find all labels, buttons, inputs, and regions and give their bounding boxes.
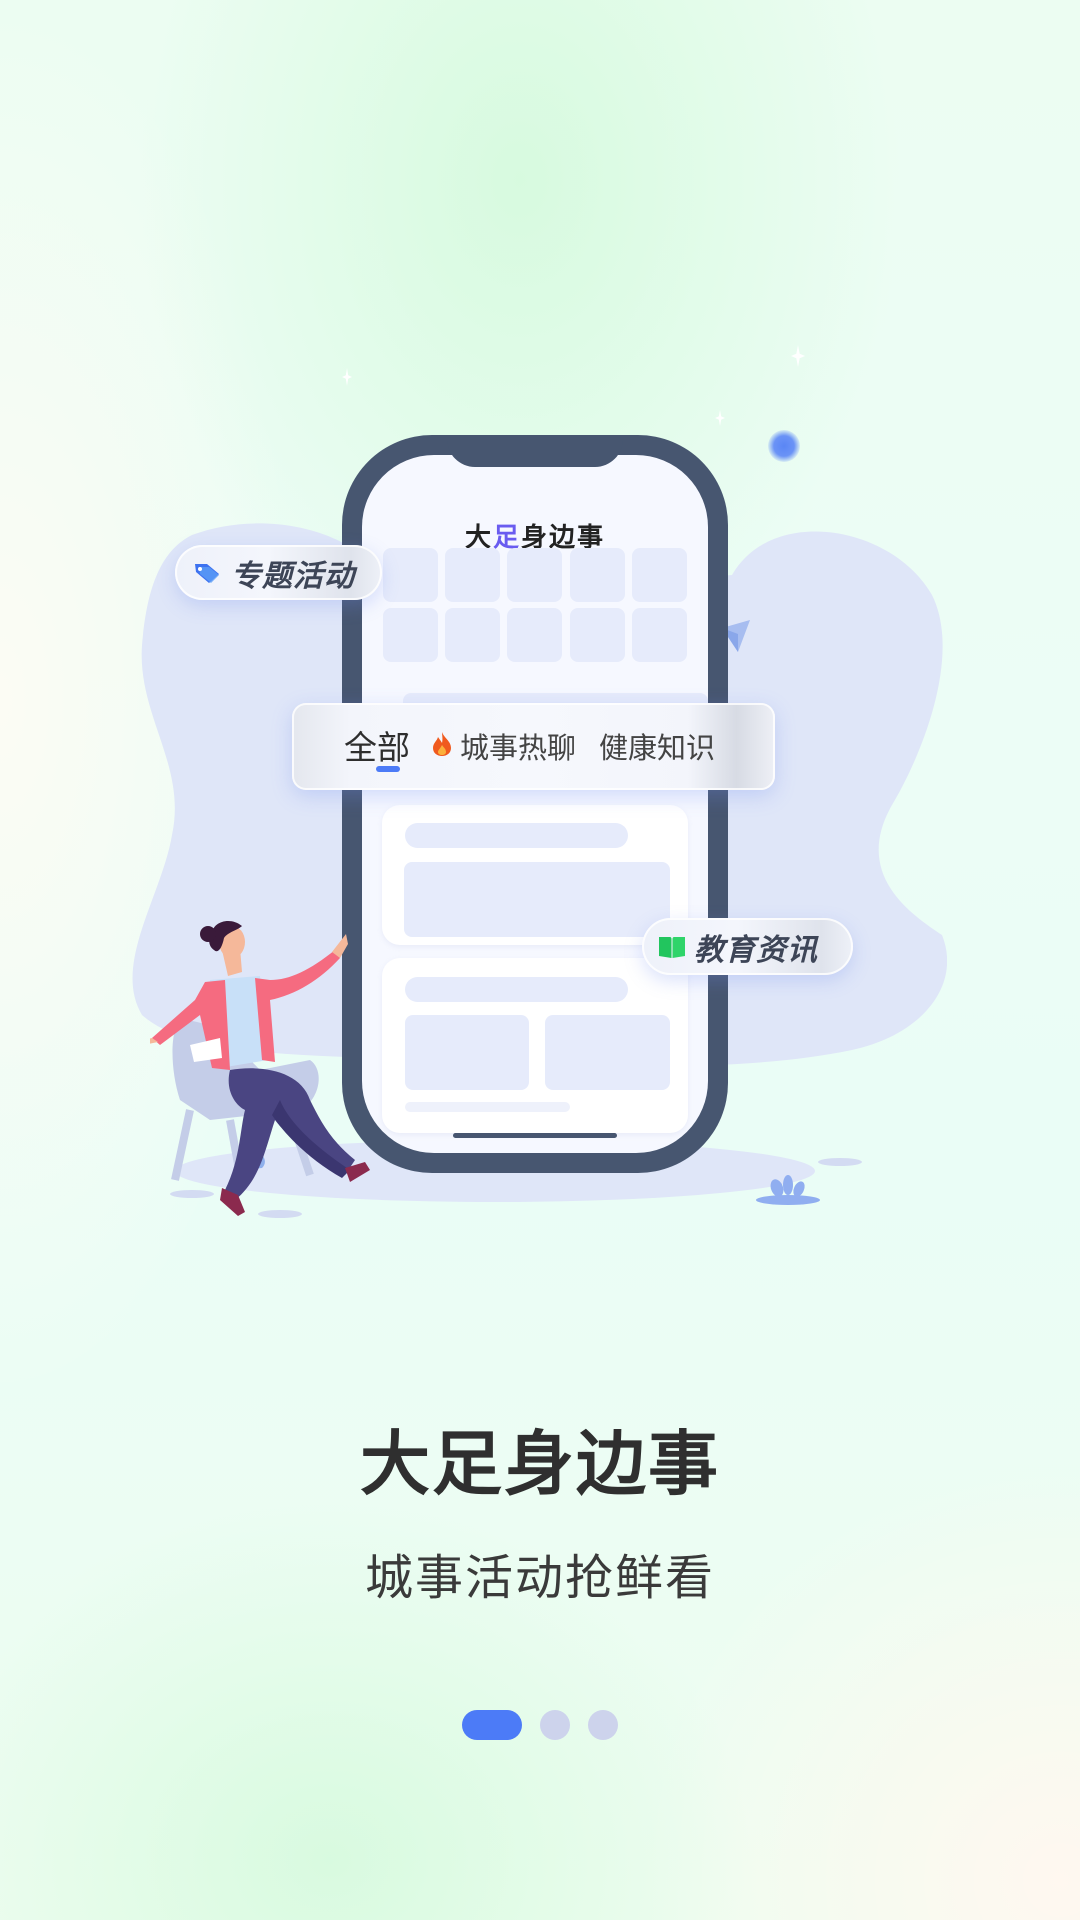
grid-tile [632,548,687,602]
active-tab-indicator [376,766,400,772]
blue-orb-decoration [768,430,800,462]
feed-card [382,805,688,945]
grid-tile [383,608,438,662]
grid-tile [445,548,500,602]
title-placeholder [405,823,628,848]
title-placeholder [405,977,628,1002]
page-indicator [0,1710,1080,1740]
sparkle-icon [791,345,805,367]
floor-mark [170,1190,214,1198]
text-placeholder [405,1102,570,1112]
image-placeholder [545,1015,670,1090]
page-dot-active[interactable] [462,1710,522,1740]
floor-mark [818,1158,862,1166]
fire-icon [433,732,451,756]
tab-all: 全部 [344,728,410,767]
image-placeholder [405,1015,529,1090]
grid-tile [445,608,500,662]
category-tab-bar: 全部 城事热聊 健康知识 [292,703,775,790]
sparkle-icon [342,368,352,386]
floor-mark [258,1210,302,1218]
onboarding-title: 大足身边事 [360,1423,720,1505]
plant-icon [756,1175,820,1205]
tab-health: 健康知识 [599,731,716,765]
person-illustration [150,920,370,1216]
feed-card [382,958,688,1133]
badge-topic-activities: 专题活动 [175,545,382,600]
grid-tile [507,548,562,602]
phone-notch [447,435,623,467]
badge-education-news: 教育资讯 [642,918,853,975]
phone-screen: 大足身边事 [362,455,708,1153]
onboarding-subtitle: 城事活动抢鲜看 [364,1550,715,1606]
price-tag-icon [195,563,219,583]
image-placeholder [404,862,670,937]
grid-tile [383,548,438,602]
grid-tile [507,608,562,662]
page-dot[interactable] [540,1710,570,1740]
open-book-icon [659,936,685,958]
tab-city-chat: 城事热聊 [460,731,577,765]
grid-tile [570,548,625,602]
sparkle-icon [715,410,725,426]
phone-mockup: 大足身边事 [342,435,728,1173]
page-dot[interactable] [588,1710,618,1740]
home-indicator [453,1133,617,1138]
grid-tile [632,608,687,662]
grid-tile [570,608,625,662]
